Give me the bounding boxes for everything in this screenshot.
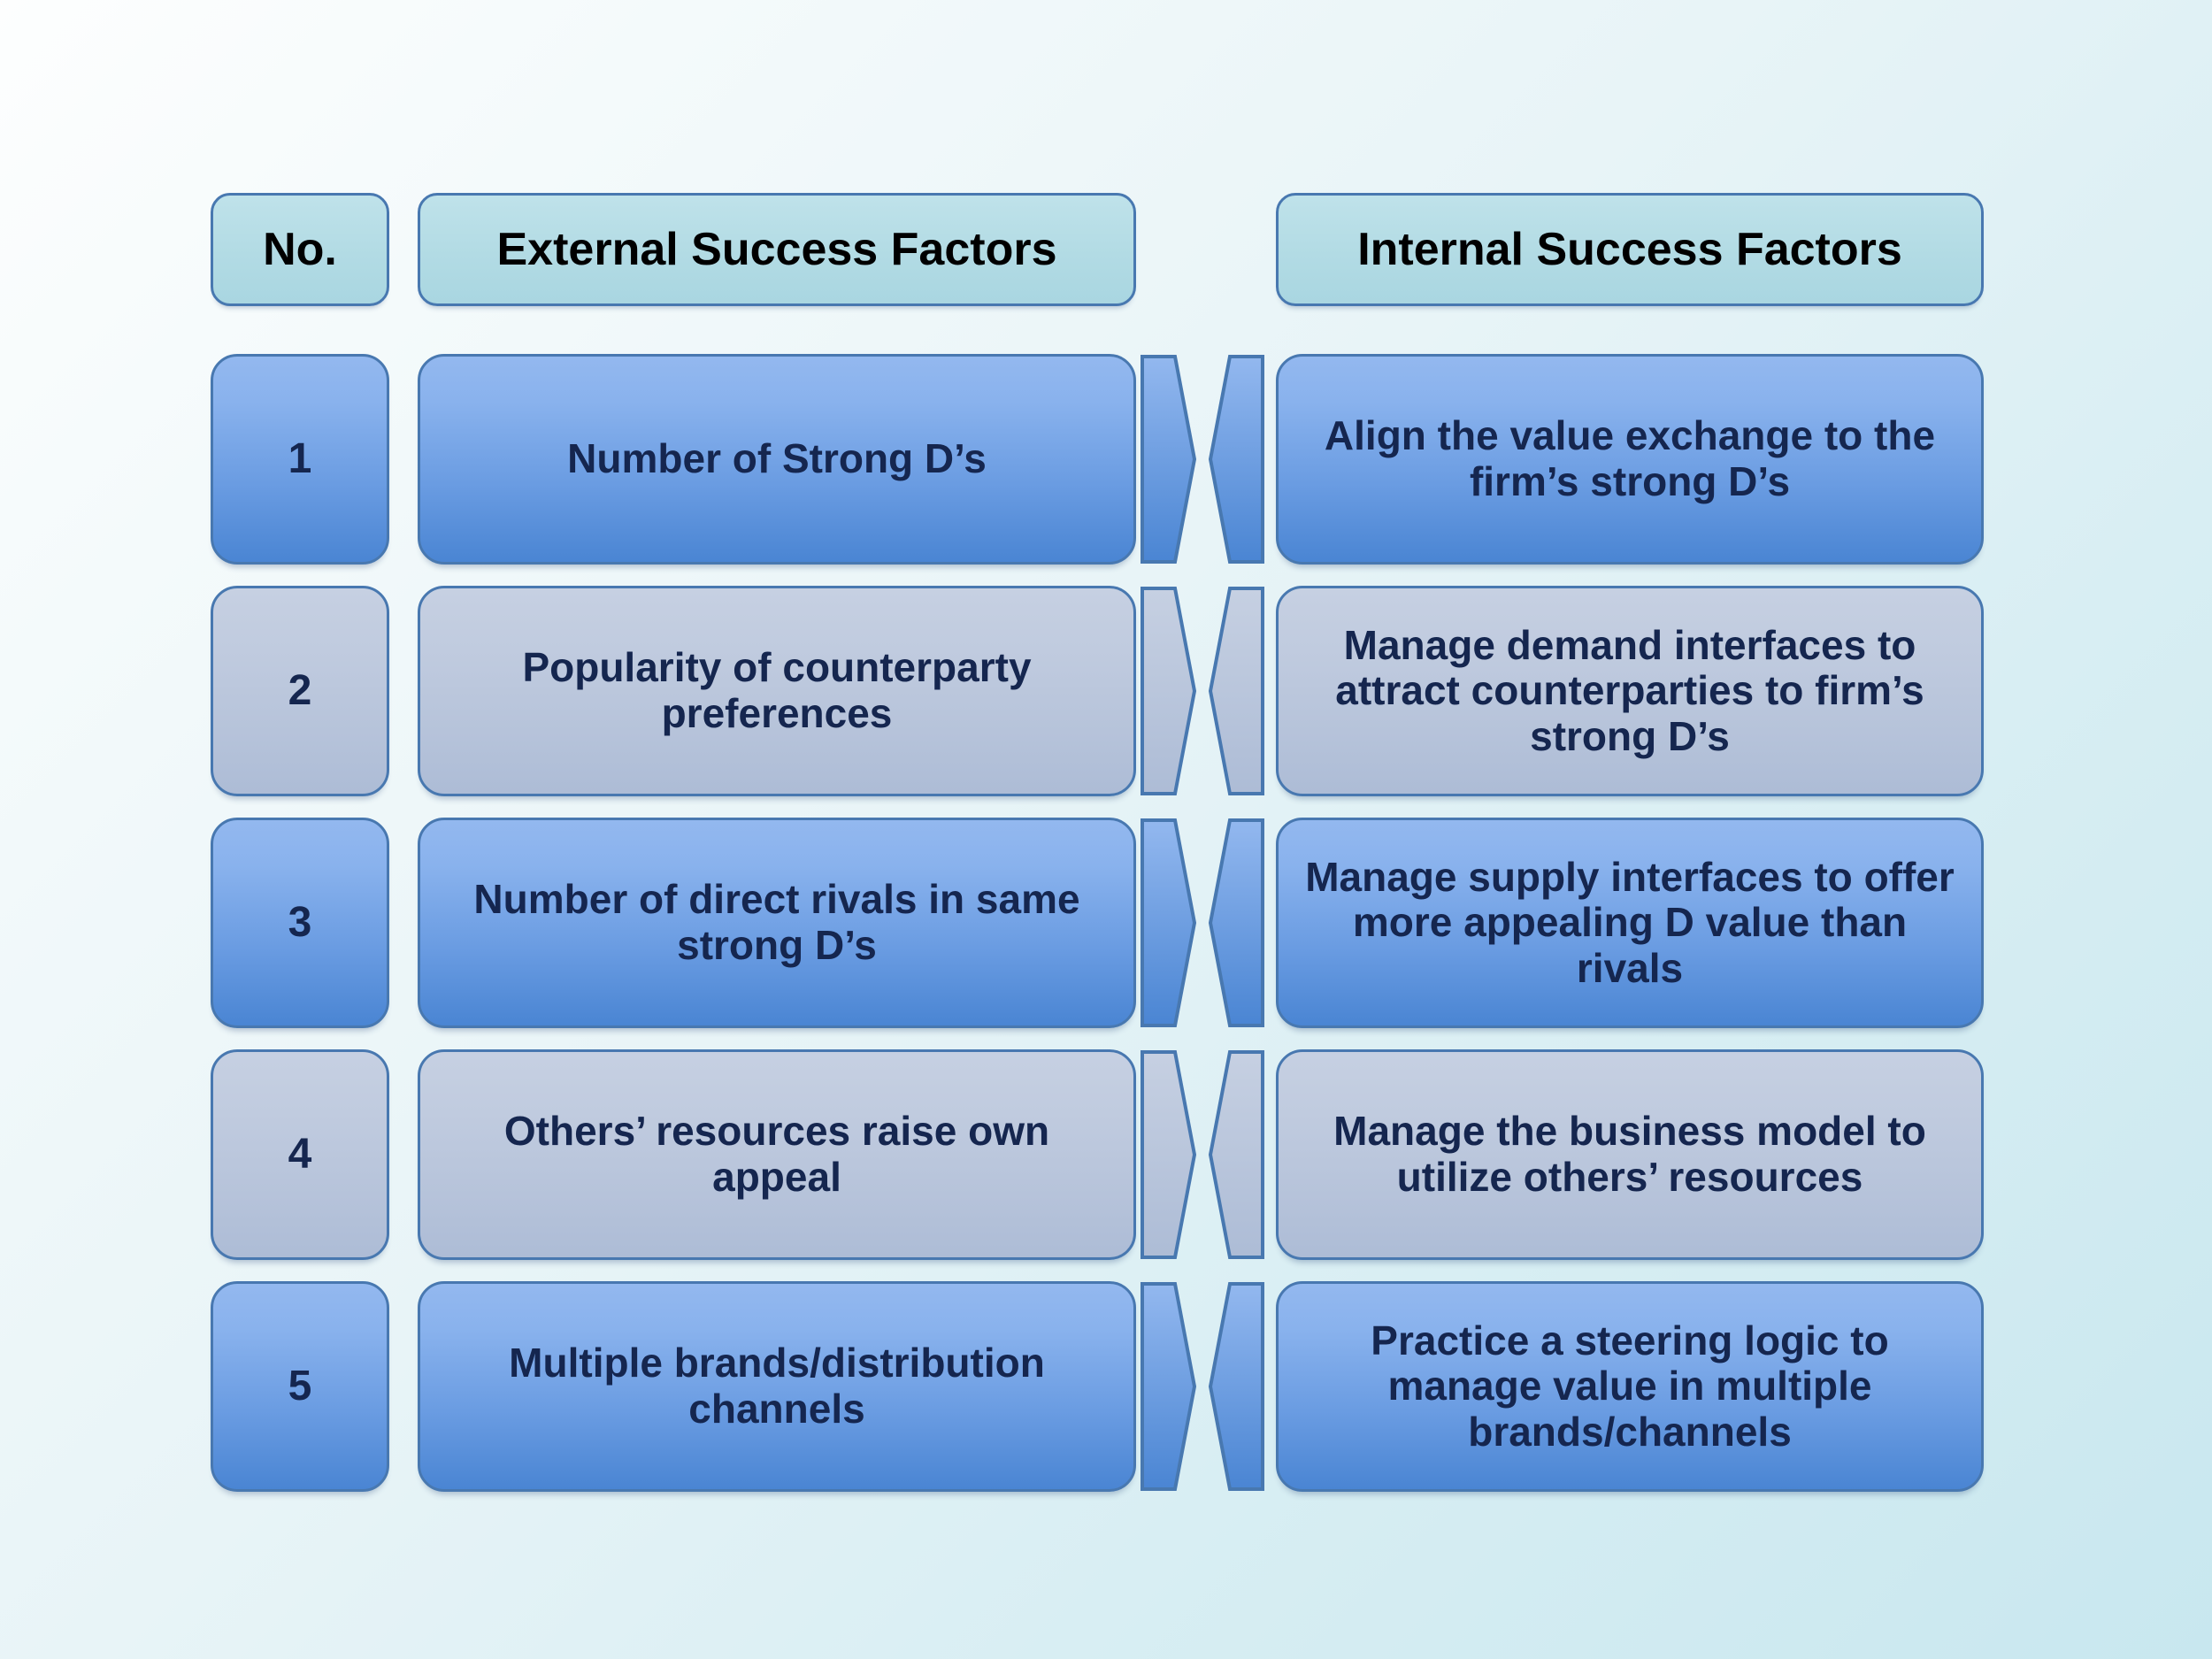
connector-arrows-5: [1140, 1281, 1265, 1492]
row-external-5: Multiple brands/distribution channels: [418, 1281, 1136, 1492]
header-cell-no: No.: [211, 193, 389, 306]
connector-arrows-3: [1140, 818, 1265, 1028]
row-number-5: 5: [211, 1281, 389, 1492]
connector-arrows-2: [1140, 586, 1265, 796]
connector-arrows-4: [1140, 1049, 1265, 1260]
row-number-3: 3: [211, 818, 389, 1028]
row-internal-2: Manage demand interfaces to attract coun…: [1276, 586, 1984, 796]
row-external-3: Number of direct rivals in same strong D…: [418, 818, 1136, 1028]
row-internal-3: Manage supply interfaces to offer more a…: [1276, 818, 1984, 1028]
row-internal-1: Align the value exchange to the firm’s s…: [1276, 354, 1984, 565]
header-cell-external: External Success Factors: [418, 193, 1136, 306]
header-cell-internal: Internal Success Factors: [1276, 193, 1984, 306]
row-number-4: 4: [211, 1049, 389, 1260]
row-internal-5: Practice a steering logic to manage valu…: [1276, 1281, 1984, 1492]
row-internal-4: Manage the business model to utilize oth…: [1276, 1049, 1984, 1260]
row-number-1: 1: [211, 354, 389, 565]
row-external-4: Others’ resources raise own appeal: [418, 1049, 1136, 1260]
row-external-1: Number of Strong D’s: [418, 354, 1136, 565]
connector-arrows-1: [1140, 354, 1265, 565]
row-external-2: Popularity of counterparty preferences: [418, 586, 1136, 796]
row-number-2: 2: [211, 586, 389, 796]
